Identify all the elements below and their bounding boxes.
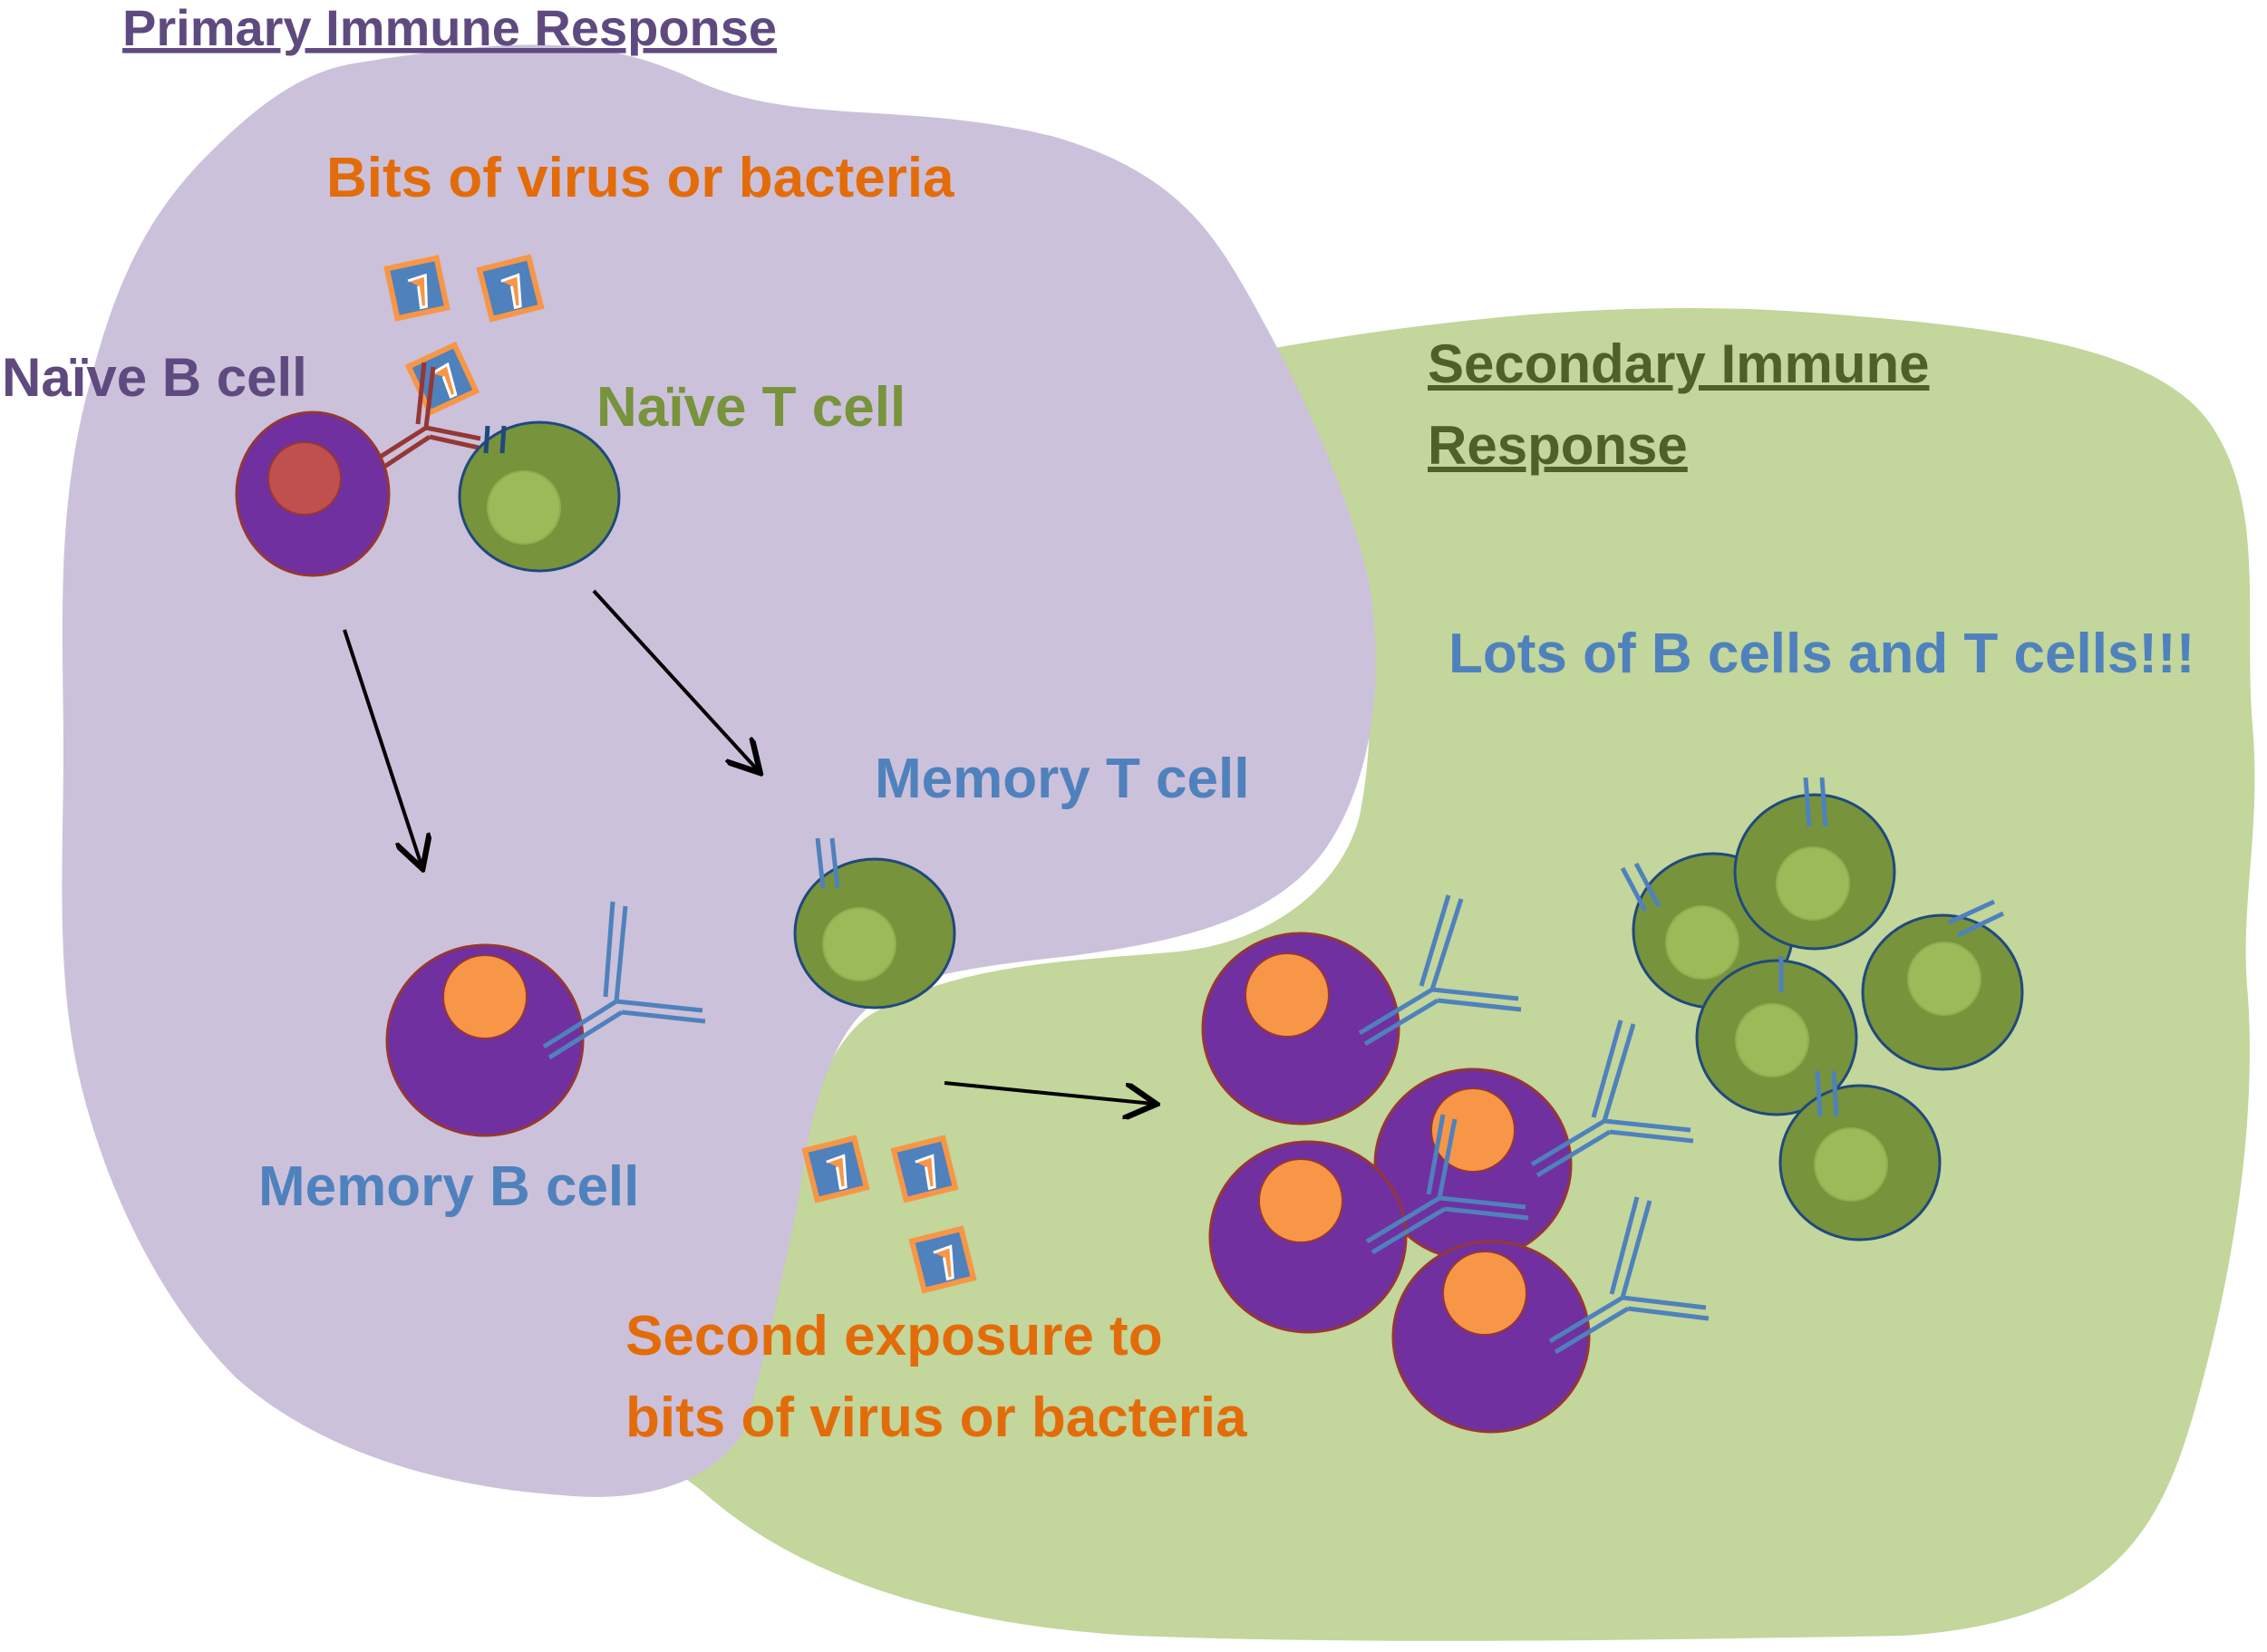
memory-t-cell xyxy=(1778,1084,1942,1241)
primary-response-title: Primary Immune Response xyxy=(122,0,777,56)
antigen-icon xyxy=(890,1135,959,1203)
antibody-icon xyxy=(1358,894,1522,1047)
memory-b-cell xyxy=(1208,1140,1408,1334)
naive-b-cell xyxy=(235,411,391,577)
naive-t-label: Naïve T cell xyxy=(596,376,906,439)
memory-b-cell xyxy=(1201,932,1400,1125)
t-cell-receptor-icon xyxy=(1803,777,1828,827)
t-cell-receptor-icon xyxy=(1815,1070,1839,1117)
t-cell-cluster xyxy=(1620,777,2024,1241)
memory-b-cell xyxy=(1391,1240,1591,1434)
memory-t-cell xyxy=(1733,793,1896,951)
memory-b-cell xyxy=(1373,1068,1573,1261)
secondary-response-title: Secondary Immune xyxy=(1428,333,1930,394)
antibody-icon xyxy=(1548,1196,1710,1355)
naive-b-label: Naïve B cell xyxy=(2,347,307,408)
second-exposure-label-line2: bits of virus or bacteria xyxy=(625,1386,1247,1449)
antigen-icon xyxy=(476,254,545,323)
memory-b-cell xyxy=(385,943,585,1137)
memory-b-label: Memory B cell xyxy=(258,1155,639,1218)
lots-label: Lots of B cells and T cells!!! xyxy=(1448,623,2194,685)
antibody-icon xyxy=(542,901,706,1060)
bits-label: Bits of virus or bacteria xyxy=(326,147,954,209)
primary-response-region xyxy=(62,44,1376,1497)
b-cell-cluster xyxy=(1201,894,1710,1434)
antigen-icon xyxy=(383,255,450,322)
t-cell-receptor-icon xyxy=(1947,899,2005,938)
secondary-response-region xyxy=(629,307,2255,1641)
antibody-icon xyxy=(1530,1019,1694,1178)
arrow-icon xyxy=(592,589,758,770)
t-cell-receptor-icon xyxy=(815,837,840,889)
antigen-icon xyxy=(908,1225,977,1294)
secondary-response-title-line2: Response xyxy=(1428,415,1688,476)
memory-t-cell xyxy=(1861,913,2024,1071)
memory-t-cell xyxy=(793,837,956,1010)
t-cell-receptor-icon xyxy=(483,425,507,454)
naive-t-cell xyxy=(458,420,621,573)
memory-t-label: Memory T cell xyxy=(875,748,1249,810)
t-cell-receptor-icon xyxy=(1620,862,1661,913)
antigen-icon xyxy=(801,1135,870,1203)
antibody-icon xyxy=(377,362,481,469)
arrow-icon xyxy=(944,1081,1153,1104)
arrow-icon xyxy=(343,629,421,865)
second-exposure-label: Second exposure to xyxy=(625,1305,1163,1367)
antibody-icon xyxy=(1365,1114,1529,1255)
